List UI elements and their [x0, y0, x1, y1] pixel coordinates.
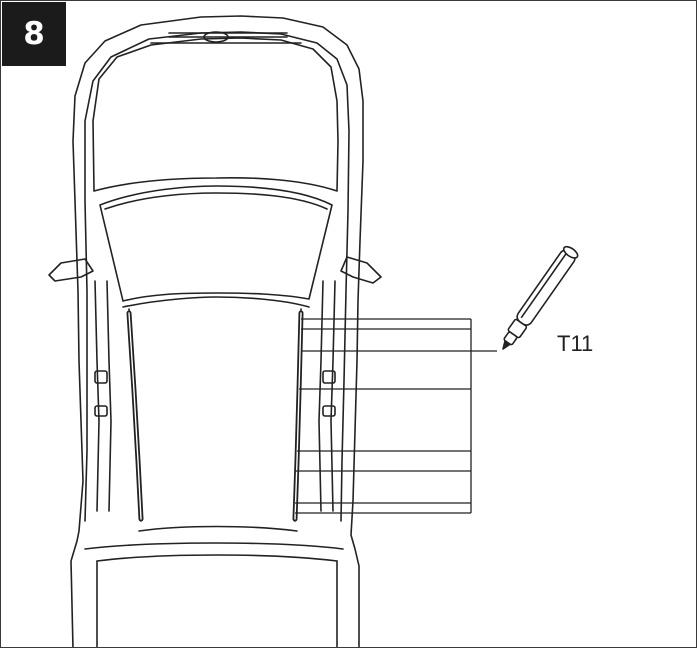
marker-pen-cap-end [562, 245, 579, 259]
hood-panel [92, 37, 339, 192]
windshield-inner [104, 192, 328, 210]
windshield [99, 185, 333, 302]
right-seal-strip-core [294, 312, 302, 520]
car-body-outline [70, 15, 364, 647]
marker-pen-barrel [516, 249, 576, 326]
right-door-handle-front [322, 370, 336, 384]
right-door-panel-line-2 [318, 280, 324, 512]
marker-pen-highlight [520, 253, 567, 319]
right-door-handle-rear [322, 405, 336, 417]
bed-front-edge [84, 542, 344, 550]
left-door-panel-line-2 [106, 280, 112, 512]
car-body [48, 15, 382, 647]
front-emblem [203, 31, 229, 43]
roof-front-edge [122, 296, 310, 308]
marking-guide-lines [295, 318, 497, 514]
rear-cab-edge [138, 525, 298, 532]
left-mirror [48, 258, 94, 282]
door-seal-strips [126, 310, 304, 522]
left-seal-strip-core [128, 312, 142, 520]
left-door-handle-front [94, 370, 108, 384]
step-number-badge: 8 [2, 2, 66, 66]
tool-label-t11: T11 [557, 331, 593, 356]
car-body-inner-edge [84, 31, 350, 522]
marker-pen-icon [502, 245, 579, 350]
bed-inner [96, 554, 338, 562]
right-mirror [340, 256, 382, 284]
left-door-handle-rear [94, 405, 108, 417]
left-door-panel-line [94, 280, 100, 512]
right-door-panel-line [330, 280, 336, 512]
